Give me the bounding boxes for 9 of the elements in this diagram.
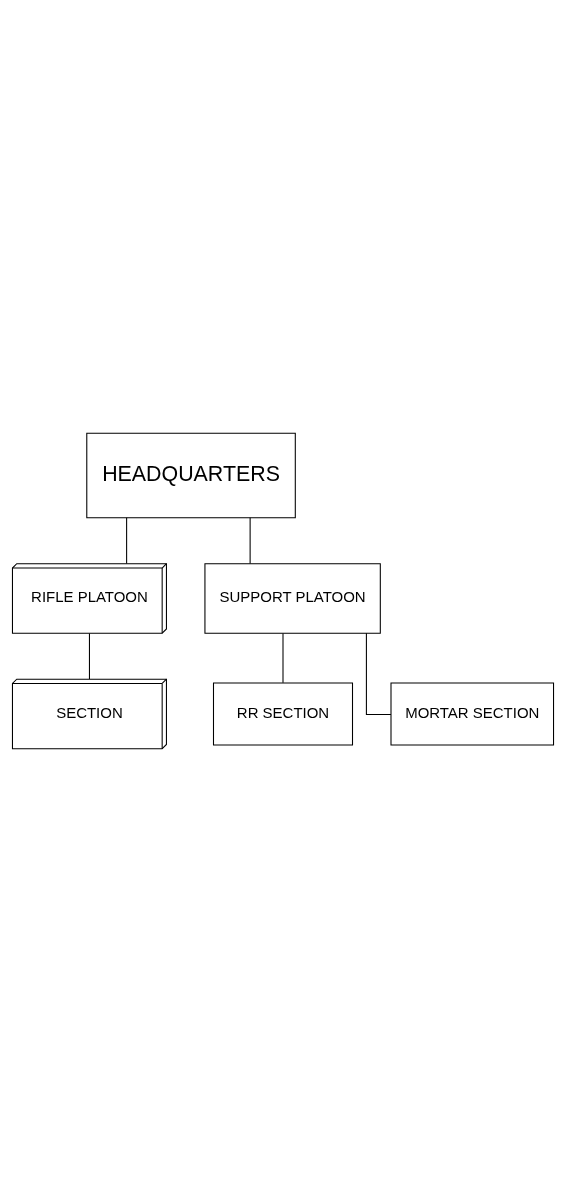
connector bbox=[126, 516, 128, 564]
connector bbox=[88, 632, 90, 680]
connector bbox=[365, 632, 392, 715]
node-box: HEADQUARTERS bbox=[86, 432, 296, 518]
node-box: RR SECTION bbox=[212, 681, 354, 745]
connector bbox=[249, 516, 251, 564]
node-box: SUPPORT PLATOON bbox=[204, 562, 381, 634]
connector bbox=[282, 632, 284, 683]
node-box: MORTAR SECTION bbox=[390, 681, 555, 745]
